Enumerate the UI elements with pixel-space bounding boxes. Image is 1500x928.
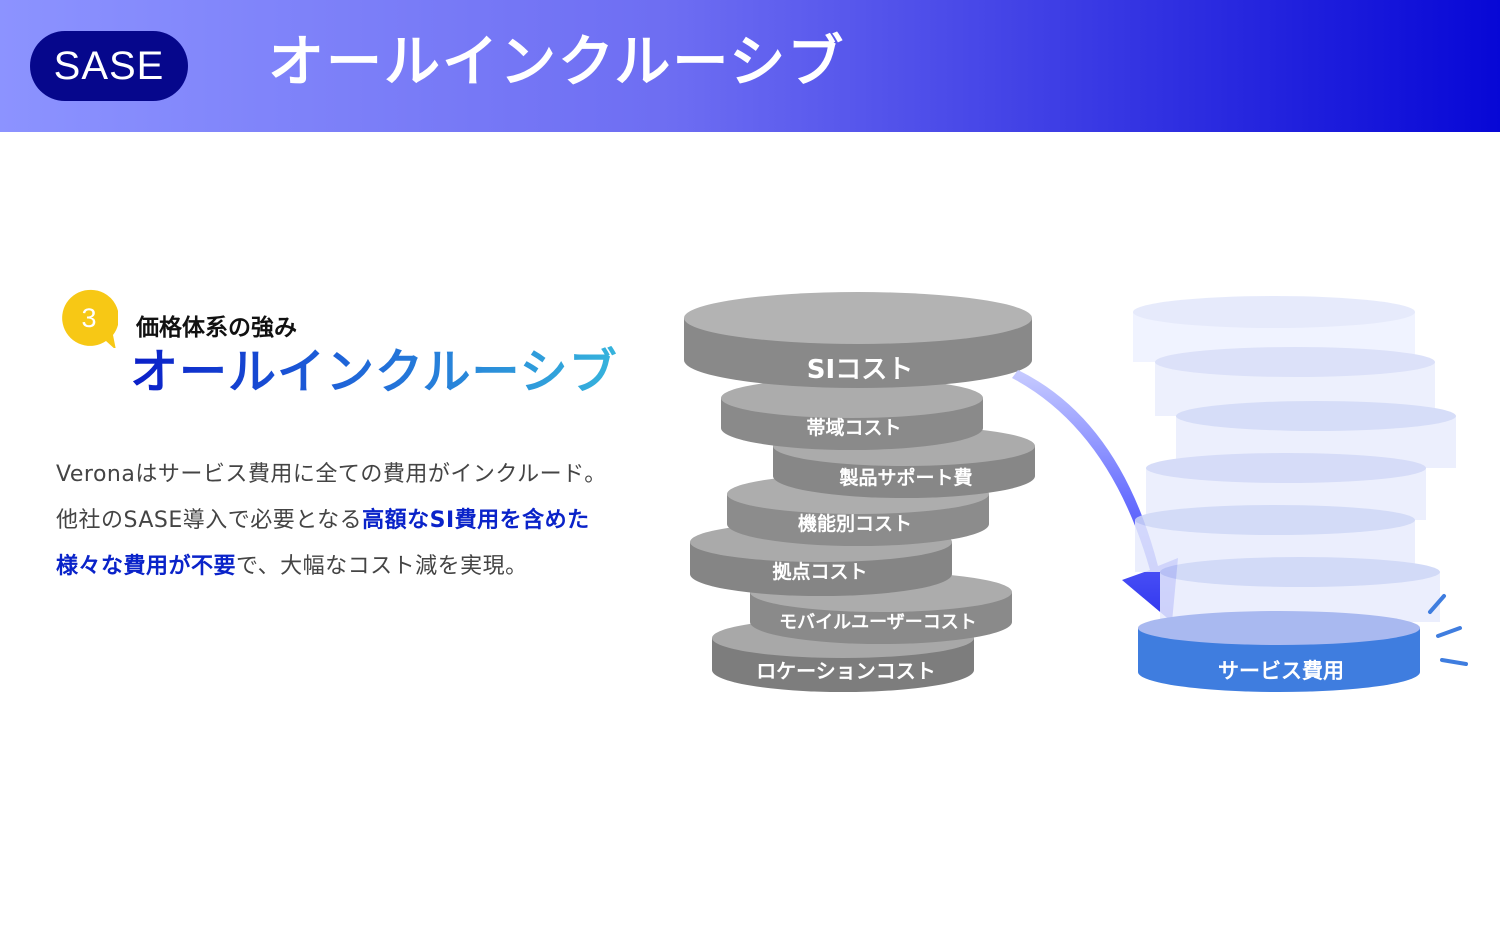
- description-highlight: 様々な費用が不要: [56, 554, 237, 579]
- cost-disc-1: SIコスト: [684, 292, 1032, 388]
- service-cost-disc: サービス費用: [1138, 611, 1420, 692]
- feature-title: オールインクルーシブ: [130, 340, 618, 404]
- description: Veronaはサービス費用に全ての費用がインクルード。 他社のSASE導入で必要…: [56, 452, 676, 590]
- feature-subtitle: 価格体系の強み: [136, 315, 297, 341]
- page-title: オールインクルーシブ: [268, 30, 846, 95]
- sase-badge: SASE: [30, 31, 188, 101]
- feature-number: 3: [81, 302, 97, 333]
- description-line-2: 他社のSASE導入で必要となる高額なSI費用を含めた: [56, 498, 676, 544]
- faded-cost-stack: [1133, 296, 1456, 622]
- cost-label-bandwidth: 帯域コスト: [806, 416, 901, 439]
- description-line-1: Veronaはサービス費用に全ての費用がインクルード。: [56, 462, 607, 487]
- description-highlight: 高額なSI費用を含めた: [362, 508, 590, 533]
- description-text: 他社のSASE導入で必要となる: [56, 508, 363, 533]
- cost-label-function: 機能別コスト: [798, 512, 912, 535]
- description-line-3: 様々な費用が不要で、大幅なコスト減を実現。: [56, 544, 676, 590]
- description-text: で、大幅なコスト減を実現。: [236, 554, 528, 579]
- service-cost-label: サービス費用: [1218, 659, 1344, 683]
- cost-label-mobile-user: モバイルユーザーコスト: [779, 612, 977, 633]
- cost-label-location: ロケーションコスト: [756, 659, 936, 683]
- cost-label-site: 拠点コスト: [772, 560, 867, 583]
- header-banner: SASE オールインクルーシブ: [0, 0, 1500, 132]
- cost-label-si: SIコスト: [807, 355, 913, 385]
- cost-disc-2: 帯域コスト: [721, 378, 983, 450]
- number-bubble-icon: [62, 289, 118, 348]
- cost-label-product-support: 製品サポート費: [838, 466, 972, 489]
- emphasis-marks-icon: [1428, 594, 1468, 666]
